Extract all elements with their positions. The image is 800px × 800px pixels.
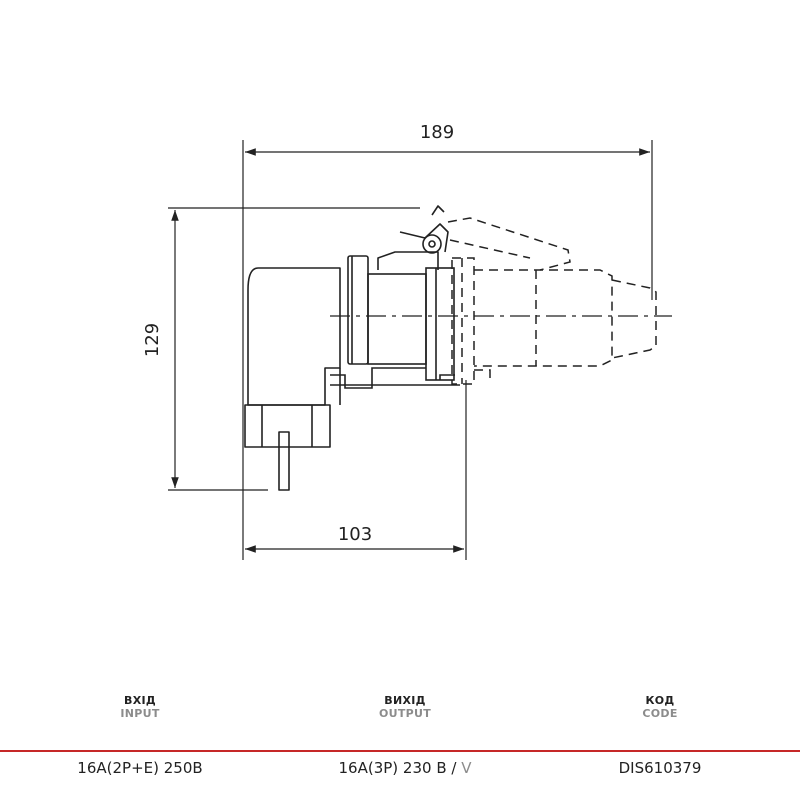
- lid-hinge: [377, 205, 449, 270]
- dimension-height: [168, 207, 420, 491]
- header-input-en: INPUT: [120, 707, 160, 720]
- value-output-suffix: V: [461, 759, 472, 777]
- coupling-ring: [330, 255, 460, 389]
- dimension-overall-length: [242, 140, 653, 560]
- header-output-en: OUTPUT: [378, 707, 432, 720]
- dimension-base-length: [245, 380, 467, 560]
- header-output: ВИХІД OUTPUT: [285, 694, 525, 720]
- dimension-label-129: 129: [142, 323, 163, 357]
- value-output: 16A(3P) 230 В / V: [285, 758, 525, 778]
- value-code: DIS610379: [618, 759, 702, 777]
- table-divider: [0, 750, 800, 752]
- spec-table-header: ВХІД INPUT ВИХІД OUTPUT КОД CODE: [0, 694, 800, 724]
- header-code-en: CODE: [642, 707, 678, 720]
- header-code: КОД CODE: [540, 694, 780, 720]
- header-input-ua: ВХІД: [124, 694, 156, 707]
- spec-table-values: 16A(2P+E) 250В 16A(3P) 230 В / V DIS6103…: [0, 758, 800, 780]
- dimension-label-189: 189: [420, 122, 454, 143]
- header-input: ВХІД INPUT: [20, 694, 260, 720]
- plug-body: [244, 267, 341, 491]
- header-code-ua: КОД: [645, 694, 675, 707]
- value-output-main: 16A(3P) 230 В /: [338, 759, 457, 777]
- socket-body-dashed: [447, 217, 657, 385]
- dimension-label-103: 103: [338, 524, 372, 545]
- value-input: 16A(2P+E) 250В: [77, 759, 203, 777]
- header-output-ua: ВИХІД: [384, 694, 426, 707]
- technical-drawing: 189 129 103: [142, 122, 672, 560]
